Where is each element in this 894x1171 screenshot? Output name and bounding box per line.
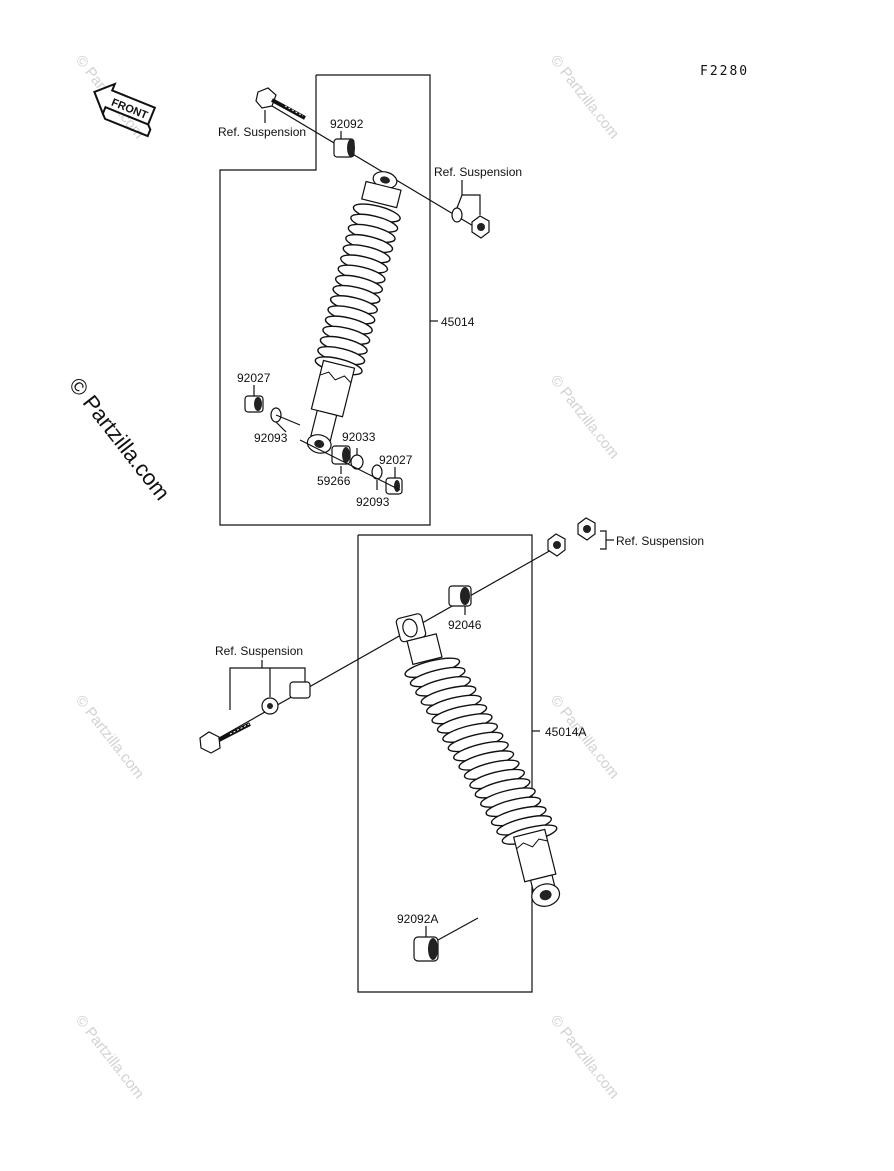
label-92093-b: 92093 xyxy=(356,495,390,509)
upper-shock-group: Ref. Suspension 92092 Ref. Suspension 45… xyxy=(218,74,522,526)
bushing-92027-a xyxy=(244,395,264,413)
label-92092: 92092 xyxy=(330,117,364,131)
watermark-7: © Partzilla.com xyxy=(547,1012,623,1102)
bushing-92027-b xyxy=(385,477,403,495)
diagram-code: F2280 xyxy=(700,64,749,79)
label-92046: 92046 xyxy=(448,618,482,632)
upper-shock-absorber xyxy=(306,171,402,454)
collar-92092A xyxy=(413,936,439,962)
label-45014: 45014 xyxy=(441,315,475,329)
lower-bolt xyxy=(199,722,251,754)
collar-59266 xyxy=(331,445,351,465)
lower-collar-left xyxy=(289,681,311,699)
label-92033: 92033 xyxy=(342,430,376,444)
lower-shock-group: Ref. Suspension 92046 Ref. Suspension 45… xyxy=(199,517,704,993)
label-ref-suspension-1: Ref. Suspension xyxy=(218,125,306,139)
label-92027-b: 92027 xyxy=(379,453,413,467)
lower-frame xyxy=(357,534,533,993)
lower-nut-extra xyxy=(577,517,596,541)
lower-nut-top xyxy=(547,533,566,557)
label-59266: 59266 xyxy=(317,474,351,488)
watermark-6: © Partzilla.com xyxy=(72,1012,148,1102)
label-45014A: 45014A xyxy=(545,725,586,739)
label-92092A: 92092A xyxy=(397,912,438,926)
label-ref-suspension-2: Ref. Suspension xyxy=(434,165,522,179)
upper-bolt xyxy=(255,87,306,120)
watermark-2: © Partzilla.com xyxy=(547,52,623,142)
label-92093-a: 92093 xyxy=(254,431,288,445)
label-92027-a: 92027 xyxy=(237,371,271,385)
label-ref-suspension-4: Ref. Suspension xyxy=(215,644,303,658)
watermark-3: © Partzilla.com xyxy=(547,372,623,462)
watermark-4: © Partzilla.com xyxy=(72,692,148,782)
label-ref-suspension-3: Ref. Suspension xyxy=(616,534,704,548)
upper-nut xyxy=(471,215,490,239)
lower-shock-absorber xyxy=(395,613,561,907)
upper-washer xyxy=(451,207,463,223)
collar-92092 xyxy=(333,138,355,158)
collar-92046 xyxy=(448,585,472,607)
watermarks: © Partzilla.com © Partzilla.com © Partzi… xyxy=(64,52,622,1102)
watermark-large: © Partzilla.com xyxy=(64,373,175,505)
upper-frame xyxy=(219,74,431,526)
